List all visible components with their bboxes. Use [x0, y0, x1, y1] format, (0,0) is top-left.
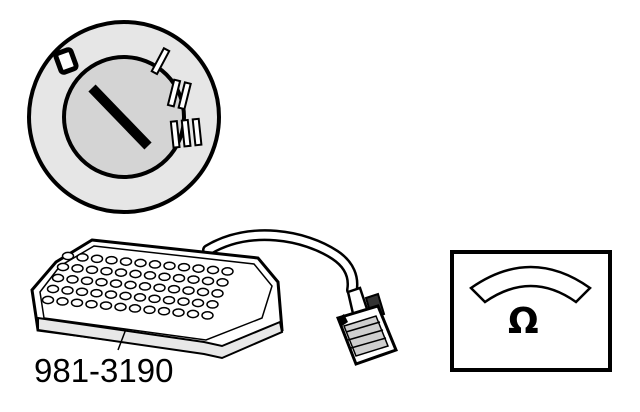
keypad-key — [51, 273, 65, 283]
part-leader-line — [117, 328, 127, 351]
keypad-key — [124, 280, 137, 290]
keypad-key — [148, 260, 162, 269]
keypad-key — [206, 265, 220, 275]
keypad-key — [56, 297, 69, 306]
keypad-key — [99, 301, 113, 310]
keypad-key — [46, 284, 60, 294]
keypad-key — [192, 264, 205, 273]
keypad-key — [216, 278, 229, 287]
keypad-key — [157, 306, 171, 316]
keypad-key — [75, 287, 89, 297]
keypad-key — [85, 299, 98, 309]
connector-plug — [336, 286, 398, 366]
tester-box — [30, 238, 284, 360]
ohmmeter-scale-arc — [469, 265, 592, 304]
ohm-symbol-label: Ω — [508, 301, 539, 342]
keypad-key — [61, 251, 75, 261]
keypad-key — [191, 298, 205, 308]
keypad-key — [119, 257, 133, 266]
keypad-key — [61, 286, 74, 295]
keypad-key — [105, 255, 118, 265]
keypad-key — [163, 261, 176, 271]
keypad-key — [90, 288, 103, 298]
keypad-key — [143, 271, 157, 280]
keypad-key — [70, 298, 84, 308]
keypad-key — [143, 305, 156, 315]
ignition-switch — [27, 20, 221, 214]
keypad-key — [172, 273, 186, 283]
keypad-key — [201, 311, 214, 320]
keypad-key — [172, 308, 185, 317]
position-1-marker — [150, 46, 171, 76]
keypad-key — [167, 284, 181, 294]
keypad-key — [71, 264, 84, 273]
keypad-key — [134, 258, 147, 268]
keypad-key — [158, 272, 171, 282]
keypad-key — [114, 302, 127, 312]
keypad-key — [104, 290, 118, 299]
keypad-key — [148, 294, 161, 304]
keypad-key — [76, 253, 89, 262]
keypad-key — [206, 300, 219, 309]
keypad-key — [162, 295, 176, 305]
keypad-key — [114, 268, 128, 277]
switch-key-slot — [88, 84, 152, 150]
keypad-key — [128, 304, 142, 313]
position-0-marker — [53, 47, 79, 75]
keypad-key — [100, 266, 113, 276]
keypad-key — [182, 286, 195, 295]
keypad-key — [85, 265, 99, 275]
keypad-key — [56, 262, 70, 272]
tester-keypad — [41, 251, 234, 320]
keypad-key — [187, 275, 200, 284]
keypad-key — [221, 267, 234, 276]
keypad-key — [153, 283, 166, 293]
keypad-key — [211, 289, 224, 298]
keypad-key — [177, 297, 190, 306]
keypad-key — [129, 269, 142, 279]
ohmmeter — [450, 250, 612, 372]
keypad-key — [133, 293, 147, 302]
keypad-key — [90, 254, 104, 264]
keypad-key — [41, 295, 55, 305]
keypad-key — [138, 282, 152, 291]
keypad-key — [186, 309, 200, 319]
keypad-key — [196, 287, 210, 297]
keypad-key — [109, 279, 123, 288]
keypad-key — [66, 275, 79, 284]
position-2-marker — [166, 78, 192, 111]
keypad-key — [177, 262, 191, 272]
keypad-key — [201, 276, 215, 286]
position-3-marker — [169, 117, 203, 149]
tool-part-number: 981-3190 — [34, 352, 174, 389]
keypad-key — [95, 277, 108, 287]
keypad-key — [80, 276, 94, 286]
keypad-key — [119, 291, 132, 301]
